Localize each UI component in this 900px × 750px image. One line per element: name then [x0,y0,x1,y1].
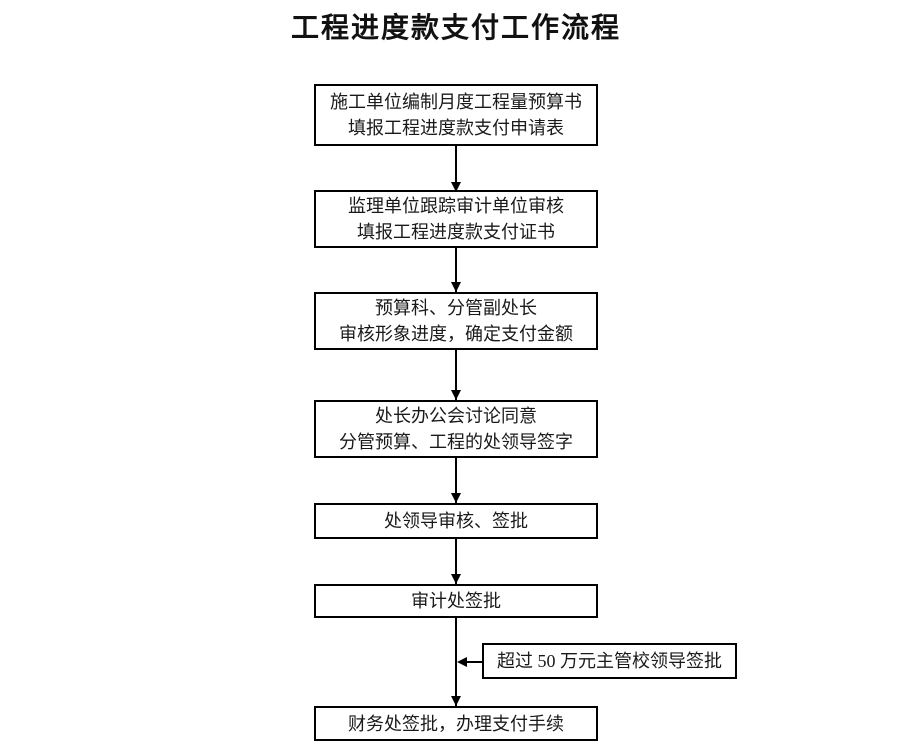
flow-step-audit-approval: 审计处签批 [314,584,598,618]
flow-step-label: 处长办公会讨论同意 分管预算、工程的处领导签字 [339,406,573,452]
flow-step-finance-payment: 财务处签批，办理支付手续 [314,706,598,741]
flow-step-label: 预算科、分管副处长 审核形象进度，确定支付金额 [339,298,573,344]
flow-side-note: 超过 50 万元主管校领导签批 [482,643,737,679]
page-title: 工程进度款支付工作流程 [290,13,621,44]
arrow-down-icon [455,539,457,584]
flow-step-label: 监理单位跟踪审计单位审核 填报工程进度款支付证书 [348,196,564,242]
flow-side-note-label: 超过 50 万元主管校领导签批 [497,651,722,671]
arrow-down-icon [455,350,457,400]
arrow-left-icon [467,661,482,663]
flow-step-supervision-review: 监理单位跟踪审计单位审核 填报工程进度款支付证书 [314,190,598,248]
arrow-down-icon [455,146,457,192]
arrow-down-icon [455,618,457,706]
flow-step-apply: 施工单位编制月度工程量预算书 填报工程进度款支付申请表 [314,84,598,146]
flow-step-label: 处领导审核、签批 [384,511,528,531]
arrow-down-icon [455,458,457,503]
flow-step-label: 施工单位编制月度工程量预算书 填报工程进度款支付申请表 [330,92,582,138]
flow-step-leader-approval: 处领导审核、签批 [314,503,598,539]
flow-step-office-meeting: 处长办公会讨论同意 分管预算、工程的处领导签字 [314,400,598,458]
flow-step-budget-review: 预算科、分管副处长 审核形象进度，确定支付金额 [314,292,598,350]
flow-step-label: 审计处签批 [411,591,501,611]
arrow-down-icon [455,248,457,292]
flow-step-label: 财务处签批，办理支付手续 [348,713,564,734]
